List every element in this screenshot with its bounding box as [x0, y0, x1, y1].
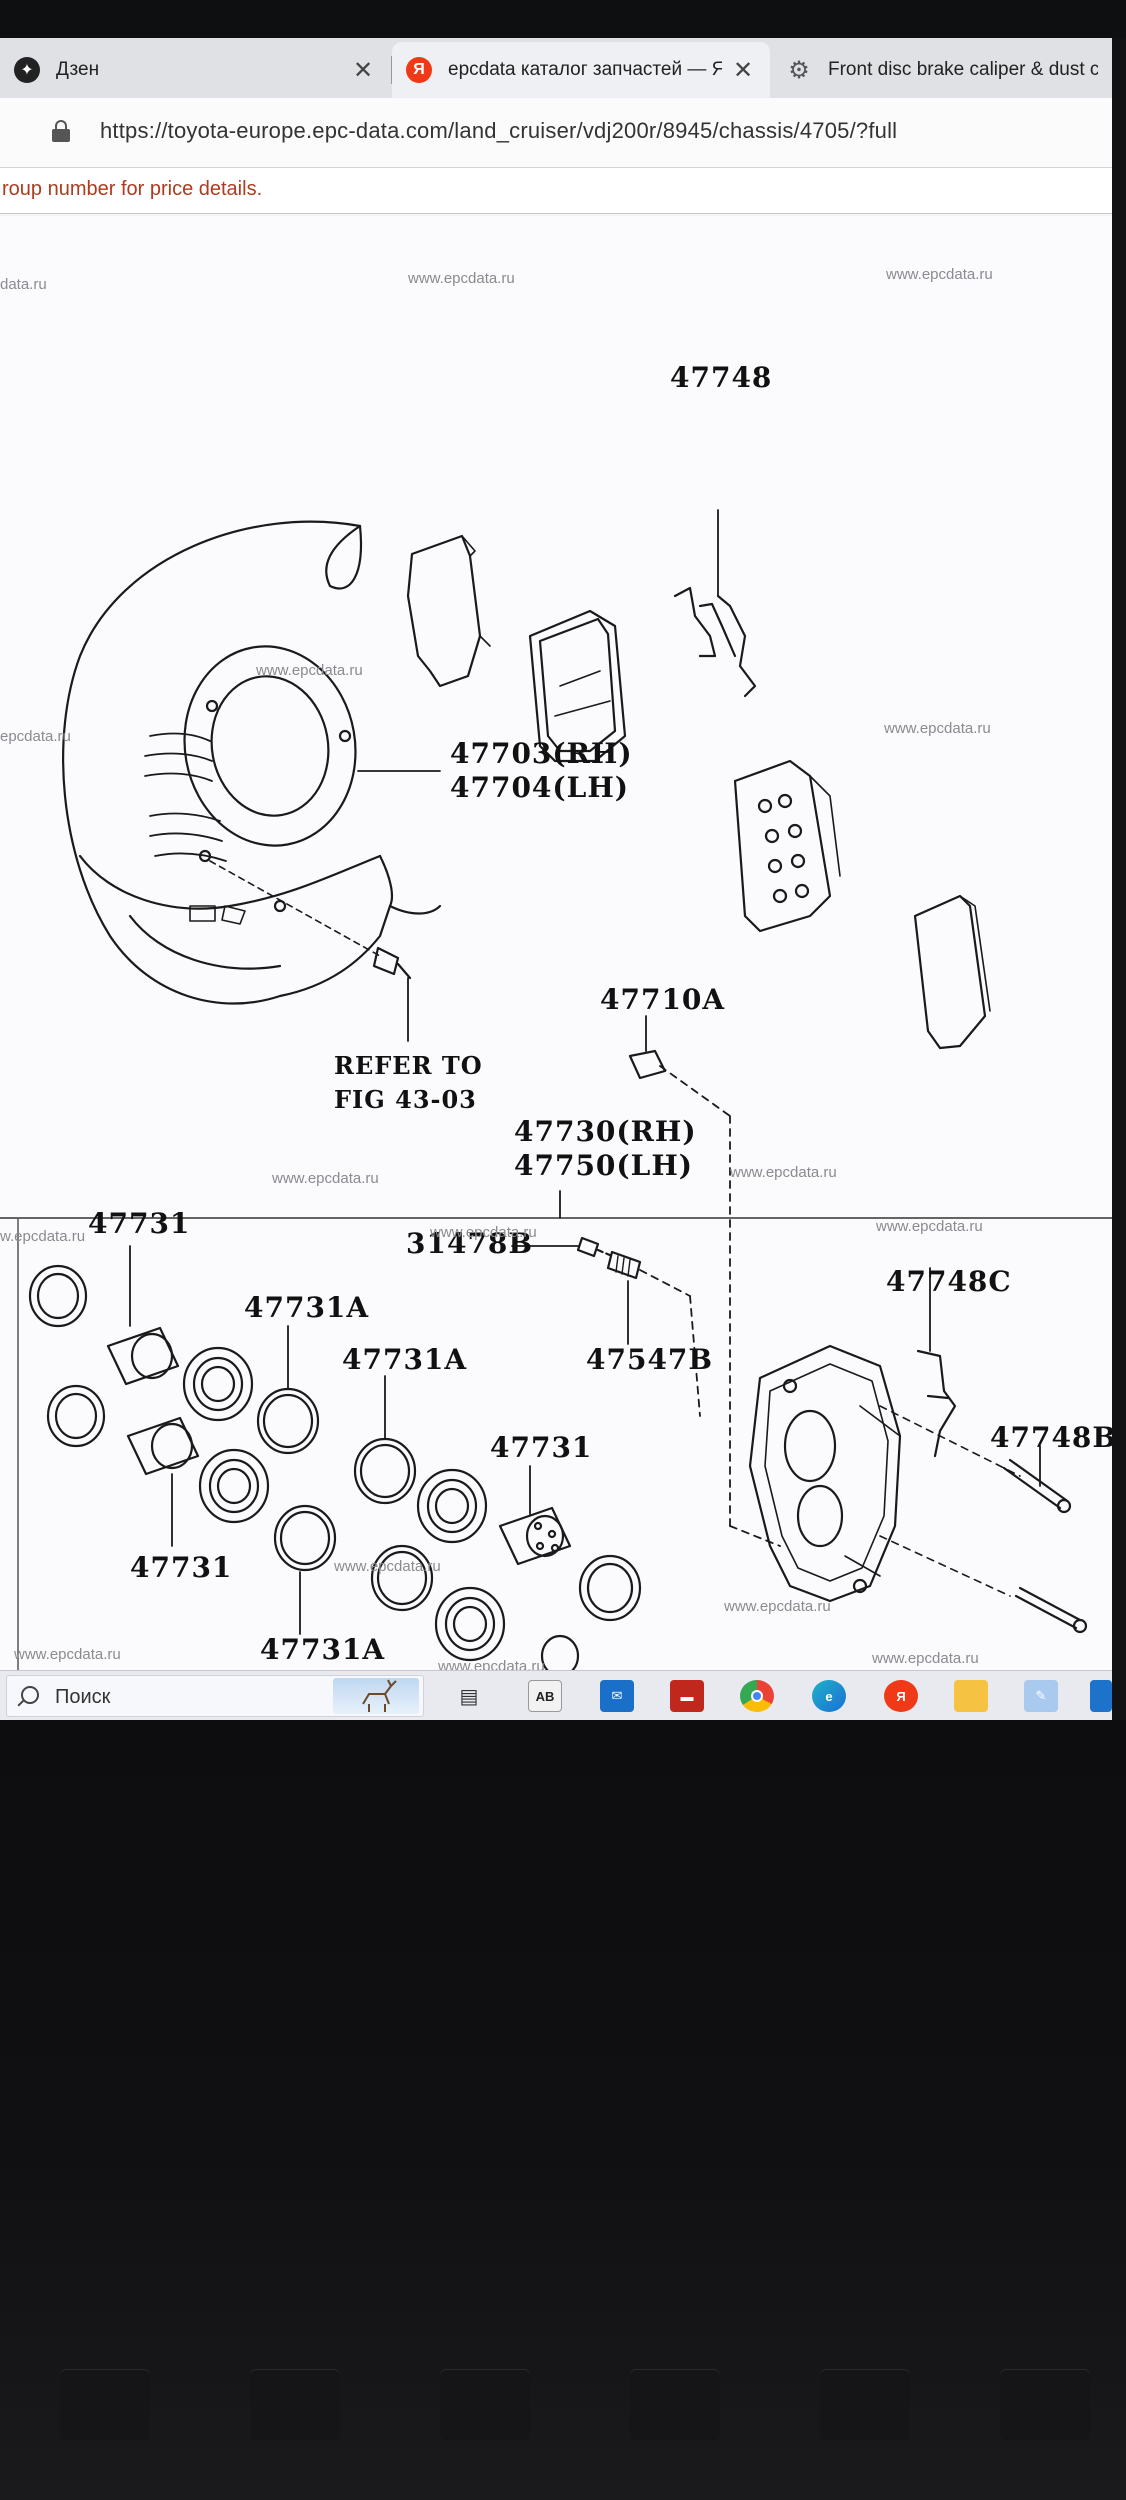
- part-label-47547b[interactable]: 47547B: [586, 1343, 714, 1376]
- part-label-47730[interactable]: 47730(RH): [514, 1115, 697, 1148]
- part-label-47704[interactable]: 47704(LH): [450, 771, 630, 804]
- keyboard-key: [250, 2370, 340, 2440]
- keyboard-key: [440, 2370, 530, 2440]
- part-label-47703[interactable]: 47703(RH): [450, 737, 633, 770]
- watermark: www.epcdata.ru: [724, 1598, 831, 1615]
- parts-diagram: 47748 47703(RH) 47704(LH) REFER TO FIG 4…: [0, 216, 1112, 1675]
- gear-icon: ⚙: [788, 56, 810, 84]
- pad-spring-drawing: [673, 509, 757, 698]
- dust-cover-drawing: [62, 520, 442, 1005]
- dzen-icon: ✦: [14, 57, 40, 83]
- yandex-icon: Я: [406, 57, 432, 83]
- part-label-47710a[interactable]: 47710A: [600, 983, 726, 1016]
- outer-shim-drawing: [913, 894, 991, 1050]
- watermark: www.epcdata.ru: [876, 1218, 983, 1235]
- part-label-47731[interactable]: 47731: [130, 1551, 233, 1584]
- watermark: www.epcdata.ru: [256, 662, 363, 679]
- anti-squeal-shim-drawing: [406, 534, 491, 688]
- close-icon[interactable]: ✕: [352, 56, 374, 84]
- red-app-icon[interactable]: ▬: [670, 1680, 704, 1712]
- file-explorer-icon[interactable]: [954, 1680, 988, 1712]
- watermark: www.epcdata.ru: [884, 720, 991, 737]
- part-label-47748b[interactable]: 47748B: [990, 1421, 1112, 1454]
- search-highlight-image: [333, 1678, 419, 1714]
- watermark: www.epcdata.ru: [14, 1646, 121, 1663]
- refer-fig-label[interactable]: FIG 43-03: [334, 1085, 477, 1114]
- watermark: data.ru: [0, 276, 47, 293]
- price-notice: roup number for price details.: [0, 168, 1112, 214]
- monitor-right-bezel: [1112, 38, 1126, 1720]
- watermark: www.epcdata.ru: [430, 1224, 537, 1241]
- refer-to-label[interactable]: REFER TO: [334, 1051, 483, 1080]
- paint-icon[interactable]: ✎: [1024, 1680, 1058, 1712]
- task-view-icon[interactable]: ▤: [459, 1685, 479, 1708]
- watermark: www.epcdata.ru: [272, 1170, 379, 1187]
- close-icon[interactable]: ✕: [732, 56, 754, 84]
- monitor-top-bezel: [0, 0, 1126, 38]
- part-label-47731a[interactable]: 47731A: [260, 1633, 386, 1666]
- watermark: w.epcdata.ru: [0, 1228, 86, 1245]
- guide-pin-drawing: [1002, 1445, 1088, 1634]
- address-bar[interactable]: https://toyota-europe.epc-data.com/land_…: [0, 98, 1112, 168]
- bleeder-screw-drawing: [511, 1236, 701, 1417]
- part-label-47748c[interactable]: 47748C: [886, 1265, 1012, 1298]
- search-placeholder: Поиск: [55, 1686, 111, 1708]
- bolt-drawing: [372, 946, 412, 1042]
- part-label-31478b[interactable]: 31478B: [406, 1227, 534, 1260]
- tab-dzen[interactable]: ✦ Дзен ✕: [0, 42, 390, 98]
- watermark: www.epcdata.ru: [408, 270, 515, 287]
- part-label-47731a[interactable]: 47731A: [342, 1343, 468, 1376]
- part-label-47731[interactable]: 47731: [490, 1431, 593, 1464]
- monitor-bottom-bezel: [0, 1720, 1126, 2500]
- dictionary-app-icon[interactable]: AB: [528, 1680, 562, 1712]
- settings-app-icon[interactable]: [1090, 1680, 1112, 1712]
- browser-tab-strip: ✦ Дзен ✕ Я epcdata каталог запчастей — Я…: [0, 38, 1112, 98]
- bleeder-plug-drawing: [628, 1015, 781, 1547]
- keyboard-key: [820, 2370, 910, 2440]
- pad-backing-plate-drawing: [733, 759, 841, 933]
- watermark: www.epcdata.ru: [872, 1650, 979, 1667]
- monitor-screen: ✦ Дзен ✕ Я epcdata каталог запчастей — Я…: [0, 38, 1112, 1720]
- lock-icon[interactable]: [52, 120, 70, 142]
- brake-pad-drawing: [528, 609, 627, 763]
- tab-label: Дзен: [56, 59, 100, 80]
- taskbar-search-box[interactable]: Поиск: [6, 1675, 424, 1717]
- part-label-47731[interactable]: 47731: [88, 1207, 191, 1240]
- parts-diagram-drawing: [0, 509, 1112, 1670]
- watermark: www.epcdata.ru: [334, 1558, 441, 1575]
- part-label-47748[interactable]: 47748: [670, 361, 773, 394]
- piston-ring-set-drawing: [28, 1245, 642, 1670]
- keyboard-key: [630, 2370, 720, 2440]
- tab-front-disc-brake[interactable]: ⚙ Front disc brake caliper & dust c: [772, 42, 1112, 98]
- url-text[interactable]: https://toyota-europe.epc-data.com/land_…: [100, 118, 898, 143]
- part-label-47750[interactable]: 47750(LH): [514, 1149, 694, 1182]
- watermark: epcdata.ru: [0, 728, 71, 745]
- mail-icon[interactable]: ✉: [600, 1680, 634, 1712]
- caliper-clip-drawing: [916, 1267, 957, 1458]
- tab-label: Front disc brake caliper & dust c: [828, 59, 1098, 80]
- keyboard-key: [60, 2370, 150, 2440]
- part-label-47731a[interactable]: 47731A: [244, 1291, 370, 1324]
- yandex-browser-icon[interactable]: Я: [884, 1680, 918, 1712]
- watermark: www.epcdata.ru: [730, 1164, 837, 1181]
- tab-epcdata[interactable]: Я epcdata каталог запчастей — Я ✕: [392, 42, 770, 98]
- edge-icon[interactable]: e: [812, 1680, 846, 1712]
- tab-divider: [391, 56, 392, 84]
- caliper-body-drawing: [748, 1344, 1021, 1603]
- windows-taskbar: Поиск ▤ AB ✉ ▬ e Я ✎: [0, 1670, 1112, 1720]
- keyboard-key: [1000, 2370, 1090, 2440]
- chrome-icon[interactable]: [740, 1680, 774, 1712]
- keyboard-edge: [0, 2340, 1126, 2500]
- tab-label: epcdata каталог запчастей — Я: [448, 59, 722, 80]
- watermark: www.epcdata.ru: [886, 266, 993, 283]
- search-icon: [21, 1686, 39, 1704]
- price-notice-text: roup number for price details.: [2, 178, 263, 200]
